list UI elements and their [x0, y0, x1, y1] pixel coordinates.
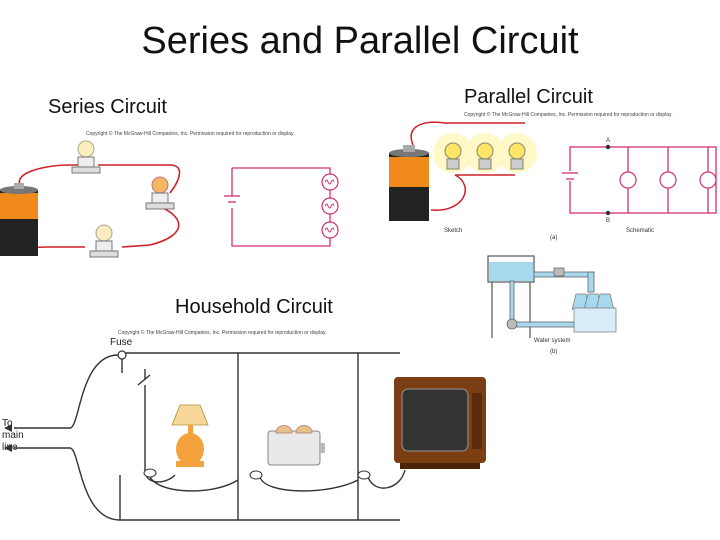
slide-title: Series and Parallel Circuit	[141, 20, 579, 62]
television-appliance	[394, 377, 486, 469]
parallel-battery	[389, 145, 429, 221]
parallel-schematic-label: Schematic	[626, 228, 655, 234]
parallel-bulbs	[444, 142, 526, 170]
water-system-label: Water system	[534, 338, 571, 344]
series-copyright: Copyright © The McGraw-Hill Companies, I…	[86, 131, 295, 137]
lamp-appliance	[171, 404, 209, 467]
water-system-diagram	[487, 255, 617, 338]
household-copyright: Copyright © The McGraw-Hill Companies, I…	[118, 330, 327, 336]
series-circuit-sketch	[0, 140, 181, 258]
toaster-appliance	[267, 425, 325, 466]
parallel-node-a: A	[606, 138, 611, 144]
household-circuit-diagram	[4, 350, 486, 521]
series-battery	[0, 183, 38, 256]
parallel-node-b: B	[606, 218, 611, 224]
parallel-schematic	[562, 144, 717, 216]
series-bulb-bottom	[89, 224, 119, 258]
series-bulb-top	[71, 140, 101, 174]
parallel-panel-a: (a)	[550, 235, 558, 241]
fuse-label: Fuse	[110, 337, 133, 348]
household-circuit-heading: Household Circuit	[175, 296, 333, 318]
parallel-panel-b: (b)	[550, 349, 558, 355]
parallel-circuit-heading: Parallel Circuit	[464, 86, 593, 108]
outlet-plugs	[143, 468, 371, 480]
main-line-label-1: To	[2, 418, 13, 429]
series-circuit-heading: Series Circuit	[48, 96, 167, 118]
fuse-symbol	[117, 350, 127, 360]
parallel-circuit-sketch	[389, 121, 537, 221]
series-bulb-right	[145, 176, 175, 210]
parallel-sketch-label: Sketch	[444, 228, 463, 234]
main-line-label-2: main	[2, 430, 24, 441]
series-schematic	[224, 167, 339, 247]
parallel-copyright: Copyright © The McGraw-Hill Companies, I…	[464, 112, 673, 118]
